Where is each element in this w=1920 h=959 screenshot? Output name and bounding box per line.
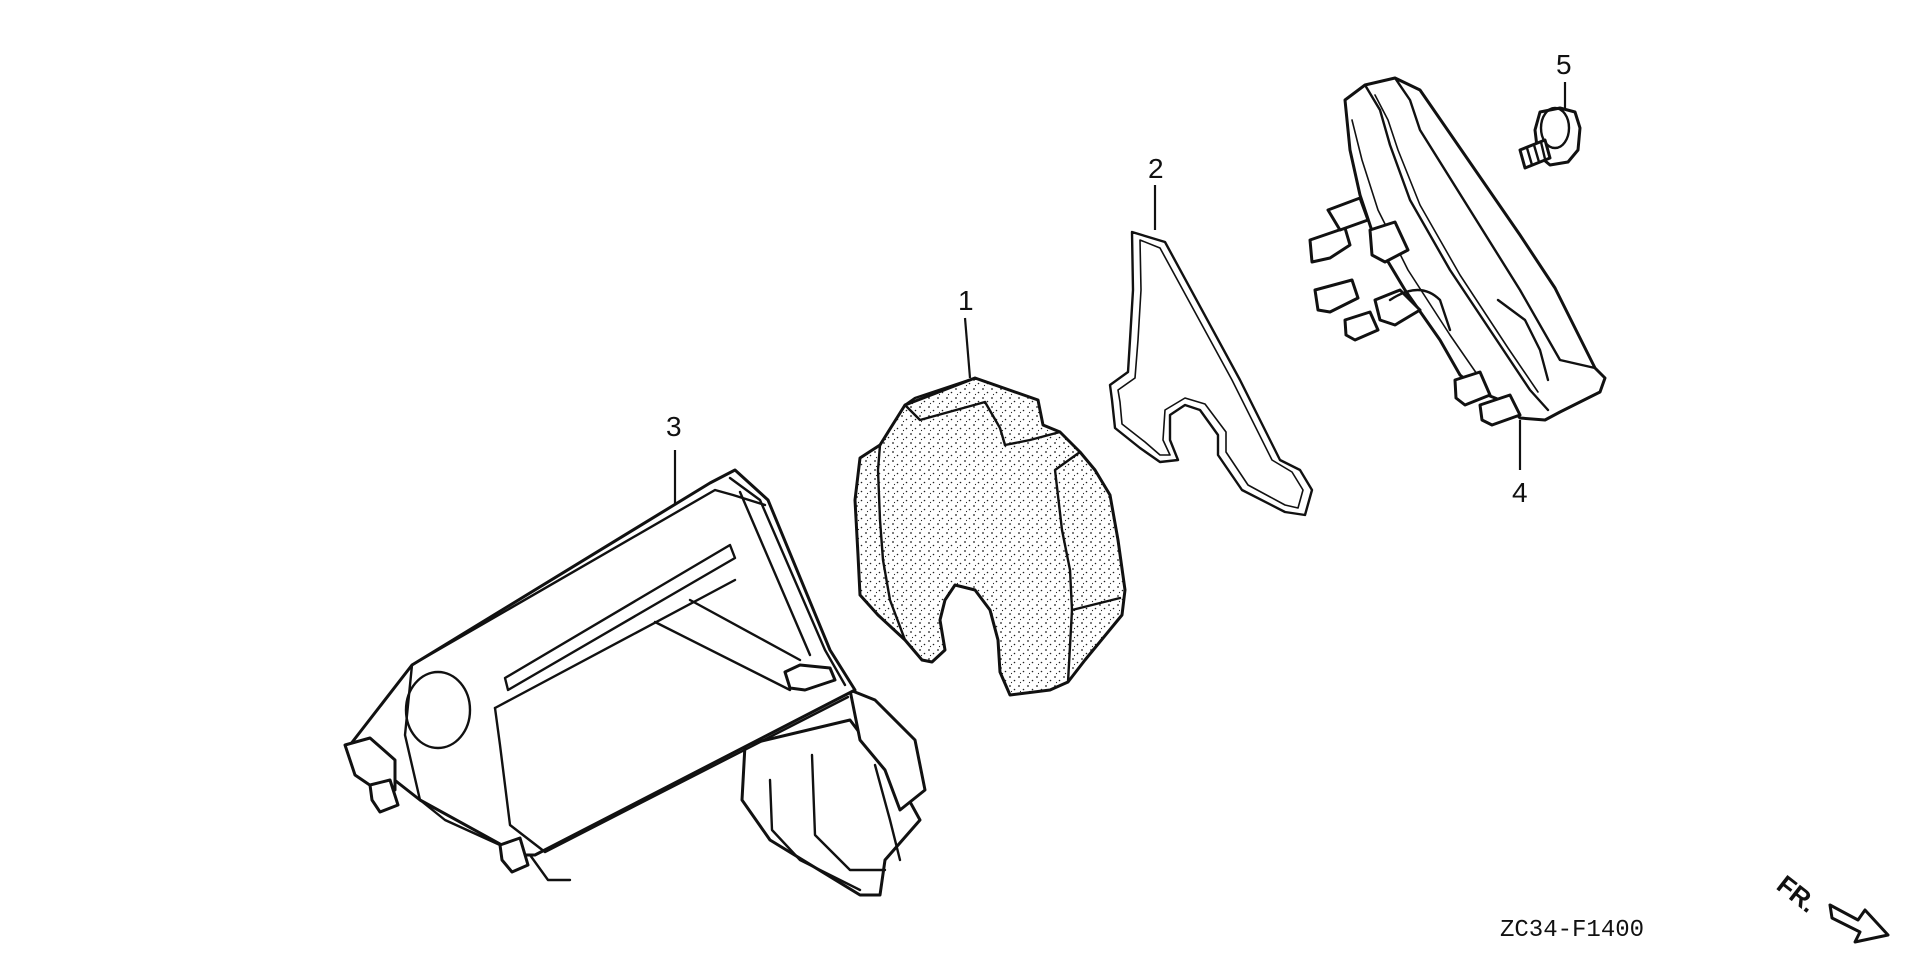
air-cleaner-case [343, 468, 927, 897]
callout-2: 2 [1148, 153, 1164, 184]
fr-label: FR. [1771, 869, 1822, 918]
callout-1: 1 [958, 285, 974, 316]
callout-4: 4 [1512, 477, 1528, 508]
air-cleaner-cover [1308, 76, 1607, 427]
diagram-code: ZC34-F1400 [1500, 917, 1644, 944]
front-arrow-icon [1828, 903, 1890, 944]
foam-filter-element [853, 376, 1127, 697]
front-direction-indicator: FR. [1771, 869, 1890, 944]
wing-screw [1518, 106, 1582, 170]
callout-3: 3 [666, 411, 682, 442]
callout-5: 5 [1556, 49, 1572, 80]
leader-line-1 [963, 317, 972, 379]
gasket [1108, 230, 1314, 517]
